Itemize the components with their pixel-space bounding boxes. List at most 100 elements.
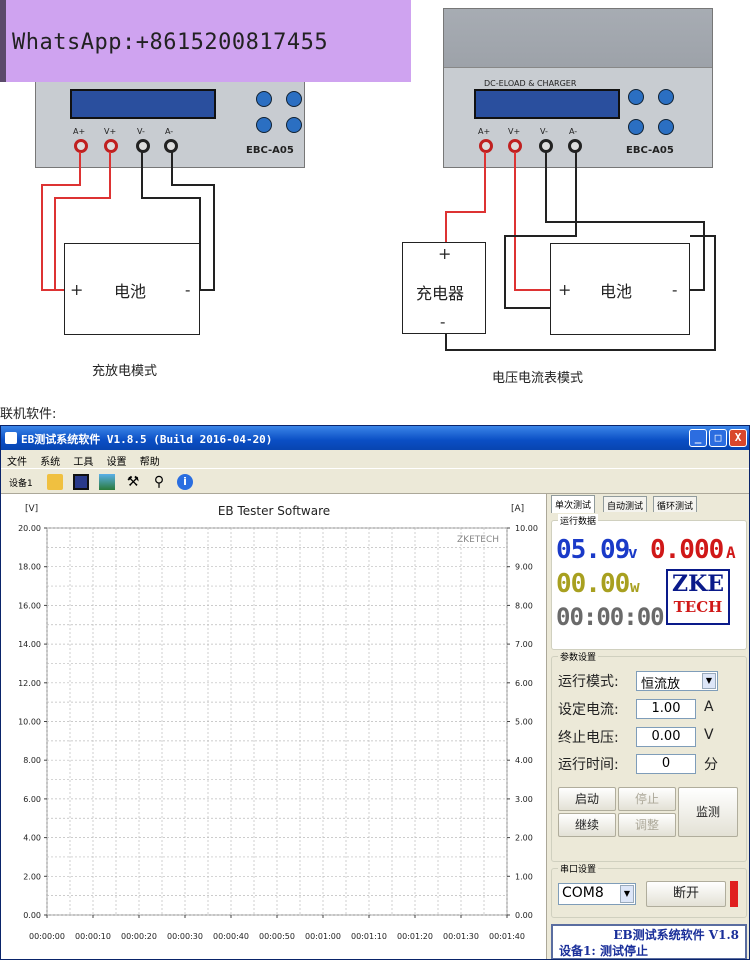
x-tick-label: 00:01:10 <box>351 932 387 941</box>
control-panel: 单次测试 自动测试 循环测试 运行数据 05.09 v 0.000 A 00.0… <box>547 494 749 959</box>
terminal-a-minus <box>164 139 178 153</box>
om-button-icon <box>628 89 644 105</box>
x-tick-label: 00:01:20 <box>397 932 433 941</box>
whatsapp-text: WhatsApp:+8615200817455 <box>12 30 329 55</box>
power-readout: 00.00 <box>556 569 630 599</box>
device-selector[interactable]: 设备1 <box>9 479 33 489</box>
current-setting-input[interactable]: 1.00 <box>636 699 696 719</box>
status-box: EB测试系统软件 V1.8 设备1: 测试停止 <box>551 924 747 959</box>
port-select[interactable]: COM8 ▼ <box>558 883 636 905</box>
close-button[interactable]: X <box>729 429 747 447</box>
current-unit: A <box>726 543 736 562</box>
app-window: EB测试系统软件 V1.8.5 (Build 2016-04-20) _ □ X… <box>0 425 750 960</box>
y-left-tick-label: 10.00 <box>18 718 41 727</box>
terminal-label: V- <box>540 127 548 136</box>
stop-button[interactable]: 停止 <box>618 787 676 811</box>
maximize-button[interactable]: □ <box>709 429 727 447</box>
battery-label: 电池 <box>114 282 147 301</box>
y-left-tick-label: 16.00 <box>18 601 41 610</box>
menu-tools[interactable]: 工具 <box>73 457 94 468</box>
x-tick-label: 00:00:20 <box>121 932 157 941</box>
device-brand: DC-ELOAD & CHARGER <box>484 79 577 88</box>
battery-minus: - <box>672 280 678 299</box>
y-right-tick-label: 2.00 <box>515 834 533 843</box>
chart-watermark: ZKETECH <box>457 535 499 545</box>
minimize-button[interactable]: _ <box>689 429 707 447</box>
caption-right: 电压电流表模式 <box>492 371 584 386</box>
y-left-tick-label: 4.00 <box>23 834 41 843</box>
dec-button-icon <box>658 119 674 135</box>
menu-bar: 文件 系统 工具 设置 帮助 <box>1 450 749 468</box>
chart-title: EB Tester Software <box>218 504 330 518</box>
y-left-tick-label: 14.00 <box>18 640 41 649</box>
terminal-v-minus <box>136 139 150 153</box>
y-left-tick-label: 2.00 <box>23 872 41 881</box>
tab-cycle-test[interactable]: 循环测试 <box>653 496 698 512</box>
voltage-readout: 05.09 <box>556 535 630 565</box>
charger-box <box>402 242 486 334</box>
y-left-tick-label: 18.00 <box>18 563 41 572</box>
menu-file[interactable]: 文件 <box>7 457 27 468</box>
save-icon[interactable] <box>73 474 89 490</box>
dec-button-icon <box>286 117 302 133</box>
battery-box-left <box>64 243 200 335</box>
set-button-icon <box>256 117 272 133</box>
y-right-unit: [A] <box>511 504 524 514</box>
y-left-tick-label: 8.00 <box>23 756 41 765</box>
y-left-tick-label: 6.00 <box>23 795 41 804</box>
group-title: 运行数据 <box>558 514 599 527</box>
run-data-group: 运行数据 05.09 v 0.000 A 00.00 w 00:00:00 ZK… <box>551 514 747 650</box>
menu-help[interactable]: 帮助 <box>139 457 160 468</box>
run-time-input[interactable]: 0 <box>636 754 696 774</box>
menu-settings[interactable]: 设置 <box>106 457 127 468</box>
terminal-v-plus <box>508 139 522 153</box>
info-icon[interactable]: i <box>177 474 193 490</box>
set-button-icon <box>628 119 644 135</box>
charger-label: 充电器 <box>416 284 465 303</box>
y-right-tick-label: 1.00 <box>515 872 533 881</box>
logo-top: ZKE <box>672 571 724 597</box>
y-left-unit: [V] <box>25 504 38 514</box>
y-right-tick-label: 6.00 <box>515 679 533 688</box>
status-line-1: EB测试系统软件 V1.8 <box>613 928 739 942</box>
window-title: EB测试系统软件 V1.8.5 (Build 2016-04-20) <box>21 433 273 446</box>
charger-minus: - <box>440 312 446 331</box>
tab-auto-test[interactable]: 自动测试 <box>603 496 648 512</box>
cutoff-voltage-input[interactable]: 0.00 <box>636 727 696 747</box>
continue-button[interactable]: 继续 <box>558 813 616 837</box>
y-left-tick-label: 20.00 <box>18 524 41 533</box>
product-diagram: EBC-A05 A+ V+ V- A- DC-ELOAD & CHARGER E… <box>0 0 750 400</box>
search-icon[interactable]: ⚲ <box>153 474 165 490</box>
group-title: 参数设置 <box>558 650 599 663</box>
window-titlebar[interactable]: EB测试系统软件 V1.8.5 (Build 2016-04-20) _ □ X <box>1 426 749 450</box>
x-tick-label: 00:00:30 <box>167 932 203 941</box>
run-time-unit: 分 <box>704 757 718 773</box>
start-button[interactable]: 启动 <box>558 787 616 811</box>
charger-plus: + <box>438 244 452 263</box>
monitor-button[interactable]: 监测 <box>678 787 738 837</box>
connection-indicator <box>730 881 738 907</box>
chevron-down-icon[interactable]: ▼ <box>702 673 716 689</box>
image-icon[interactable] <box>99 474 115 490</box>
terminal-label: A- <box>569 127 578 136</box>
param-group: 参数设置 运行模式: 恒流放 ▼ 设定电流: 1.00 A 终止电压: 0.00… <box>551 650 747 862</box>
mode-select[interactable]: 恒流放 ▼ <box>636 671 718 692</box>
terminal-label: A- <box>165 127 174 136</box>
menu-system[interactable]: 系统 <box>40 457 61 468</box>
logo-bottom: TECH <box>673 598 723 616</box>
battery-plus: + <box>70 280 84 299</box>
om-button-icon <box>256 91 272 107</box>
x-tick-label: 00:00:40 <box>213 932 249 941</box>
time-readout: 00:00:00 <box>556 603 665 631</box>
battery-label: 电池 <box>600 282 633 301</box>
disconnect-button[interactable]: 断开 <box>646 881 726 907</box>
x-tick-label: 00:00:50 <box>259 932 295 941</box>
tools-icon[interactable]: ⚒ <box>126 474 140 490</box>
chevron-down-icon[interactable]: ▼ <box>620 885 634 903</box>
terminal-label: A+ <box>73 127 86 136</box>
folder-open-icon[interactable] <box>47 474 63 490</box>
tab-single-test[interactable]: 单次测试 <box>551 495 596 513</box>
x-tick-label: 00:01:00 <box>305 932 341 941</box>
adjust-button[interactable]: 调整 <box>618 813 676 837</box>
terminal-label: V+ <box>104 127 117 136</box>
